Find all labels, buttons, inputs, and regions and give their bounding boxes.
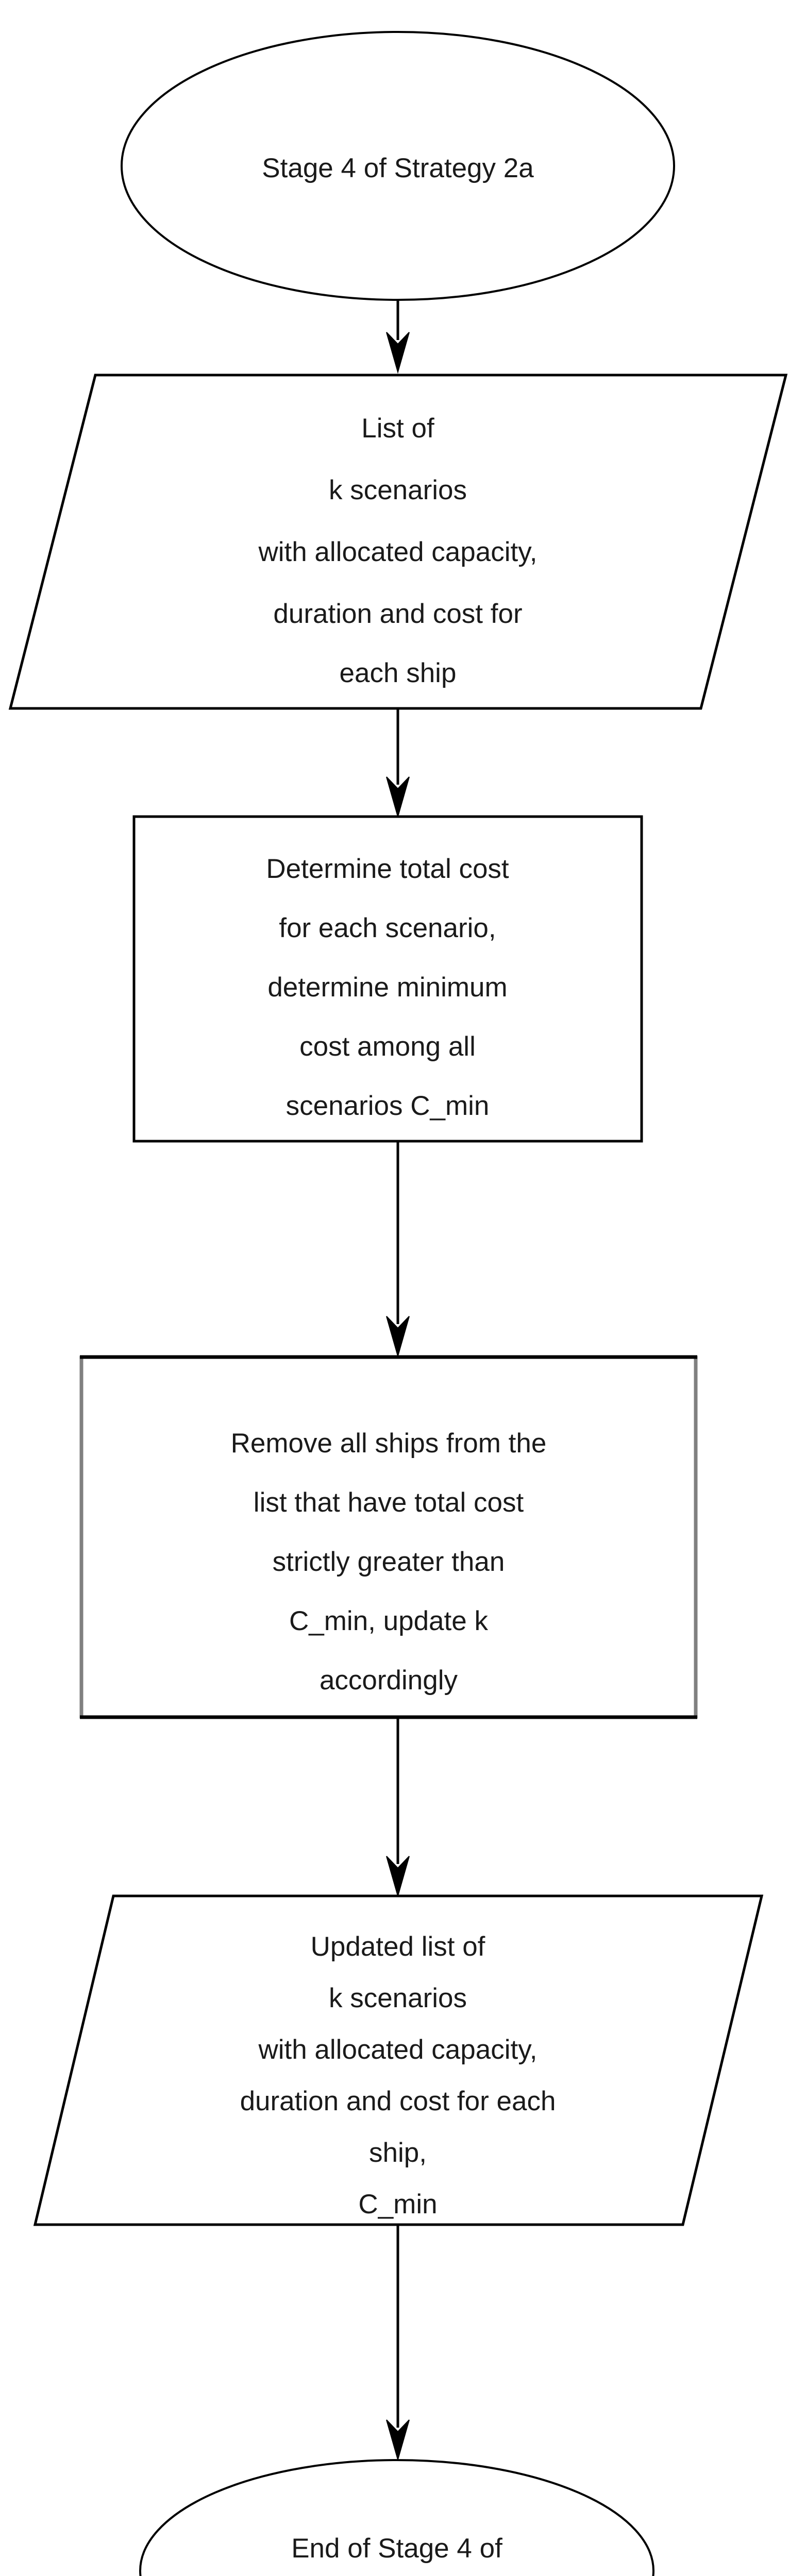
node-start-terminator[interactable]: Stage 4 of Strategy 2a [121, 31, 675, 301]
edge-output-to-end-arrowhead [386, 2419, 410, 2462]
process-determine-cost-label-line-3: determine minimum [267, 972, 507, 1003]
output-updated-scenarios-label-line-2: k scenarios [329, 1983, 467, 2013]
node-process-determine-cost[interactable]: Determine total cost for each scenario, … [132, 815, 643, 1143]
edge-start-to-input [386, 300, 410, 374]
process-determine-cost-label-line-2: for each scenario, [279, 913, 496, 943]
process-remove-ships-label-line-5: accordingly [320, 1665, 458, 1696]
process-remove-ships-label-line-2: list that have total cost [254, 1487, 524, 1518]
node-process-remove-ships[interactable]: Remove all ships from the list that have… [79, 1355, 698, 1719]
process-determine-cost-label-line-4: cost among all [299, 1031, 476, 1062]
process-remove-ships-label-line-1: Remove all ships from the [231, 1428, 547, 1459]
output-updated-scenarios-parallelogram [33, 1894, 764, 2226]
process-determine-cost-label-line-1: Determine total cost [266, 854, 509, 884]
input-scenarios-label-line-4: duration and cost for [273, 599, 522, 629]
edge-determine-to-remove-arrowhead [386, 1316, 410, 1358]
input-scenarios-label-line-5: each ship [340, 658, 457, 688]
input-scenarios-parallelogram [8, 374, 788, 710]
process-determine-cost-label-line-5: scenarios C_min [286, 1091, 490, 1121]
node-end-terminator[interactable]: End of Stage 4 of Strategy 2a [139, 2459, 654, 2576]
edge-remove-to-output [386, 1718, 410, 1898]
process-remove-ships-side-borders [79, 1356, 698, 1718]
process-remove-ships-label-line-4: C_min, update k [289, 1606, 488, 1636]
process-remove-ships-label-line-3: strictly greater than [273, 1547, 505, 1577]
start-terminator-ellipse [121, 31, 675, 301]
edge-start-to-input-arrowhead [386, 332, 410, 374]
end-terminator-label-line-1: End of Stage 4 of [291, 2533, 502, 2564]
start-terminator-label-line-1: Stage 4 of Strategy 2a [262, 153, 534, 183]
input-scenarios-label-line-1: List of [361, 413, 434, 444]
edge-determine-to-remove [386, 1141, 410, 1358]
output-updated-scenarios-label-line-5: ship, [369, 2138, 427, 2168]
output-updated-scenarios-label-line-3: with allocated capacity, [258, 2035, 537, 2065]
output-updated-scenarios-label-line-1: Updated list of [311, 1931, 485, 1962]
node-output-updated-scenarios[interactable]: Updated list of k scenarios with allocat… [33, 1894, 764, 2226]
input-scenarios-label-line-2: k scenarios [329, 475, 467, 505]
input-scenarios-label-line-3: with allocated capacity, [258, 537, 537, 567]
edge-remove-to-output-arrowhead [386, 1856, 410, 1898]
edge-input-to-determine-arrowhead [386, 776, 410, 819]
process-determine-cost-box [132, 815, 643, 1143]
node-input-scenarios[interactable]: List of k scenarios with allocated capac… [8, 374, 788, 710]
process-remove-ships-top-bottom-borders [80, 1355, 697, 1719]
output-updated-scenarios-label-line-6: C_min [358, 2189, 437, 2219]
edge-output-to-end [386, 2225, 410, 2462]
output-updated-scenarios-label-line-4: duration and cost for each [240, 2086, 556, 2116]
edge-input-to-determine [386, 708, 410, 819]
process-remove-ships-fill [80, 1356, 697, 1718]
end-terminator-ellipse [139, 2459, 654, 2576]
